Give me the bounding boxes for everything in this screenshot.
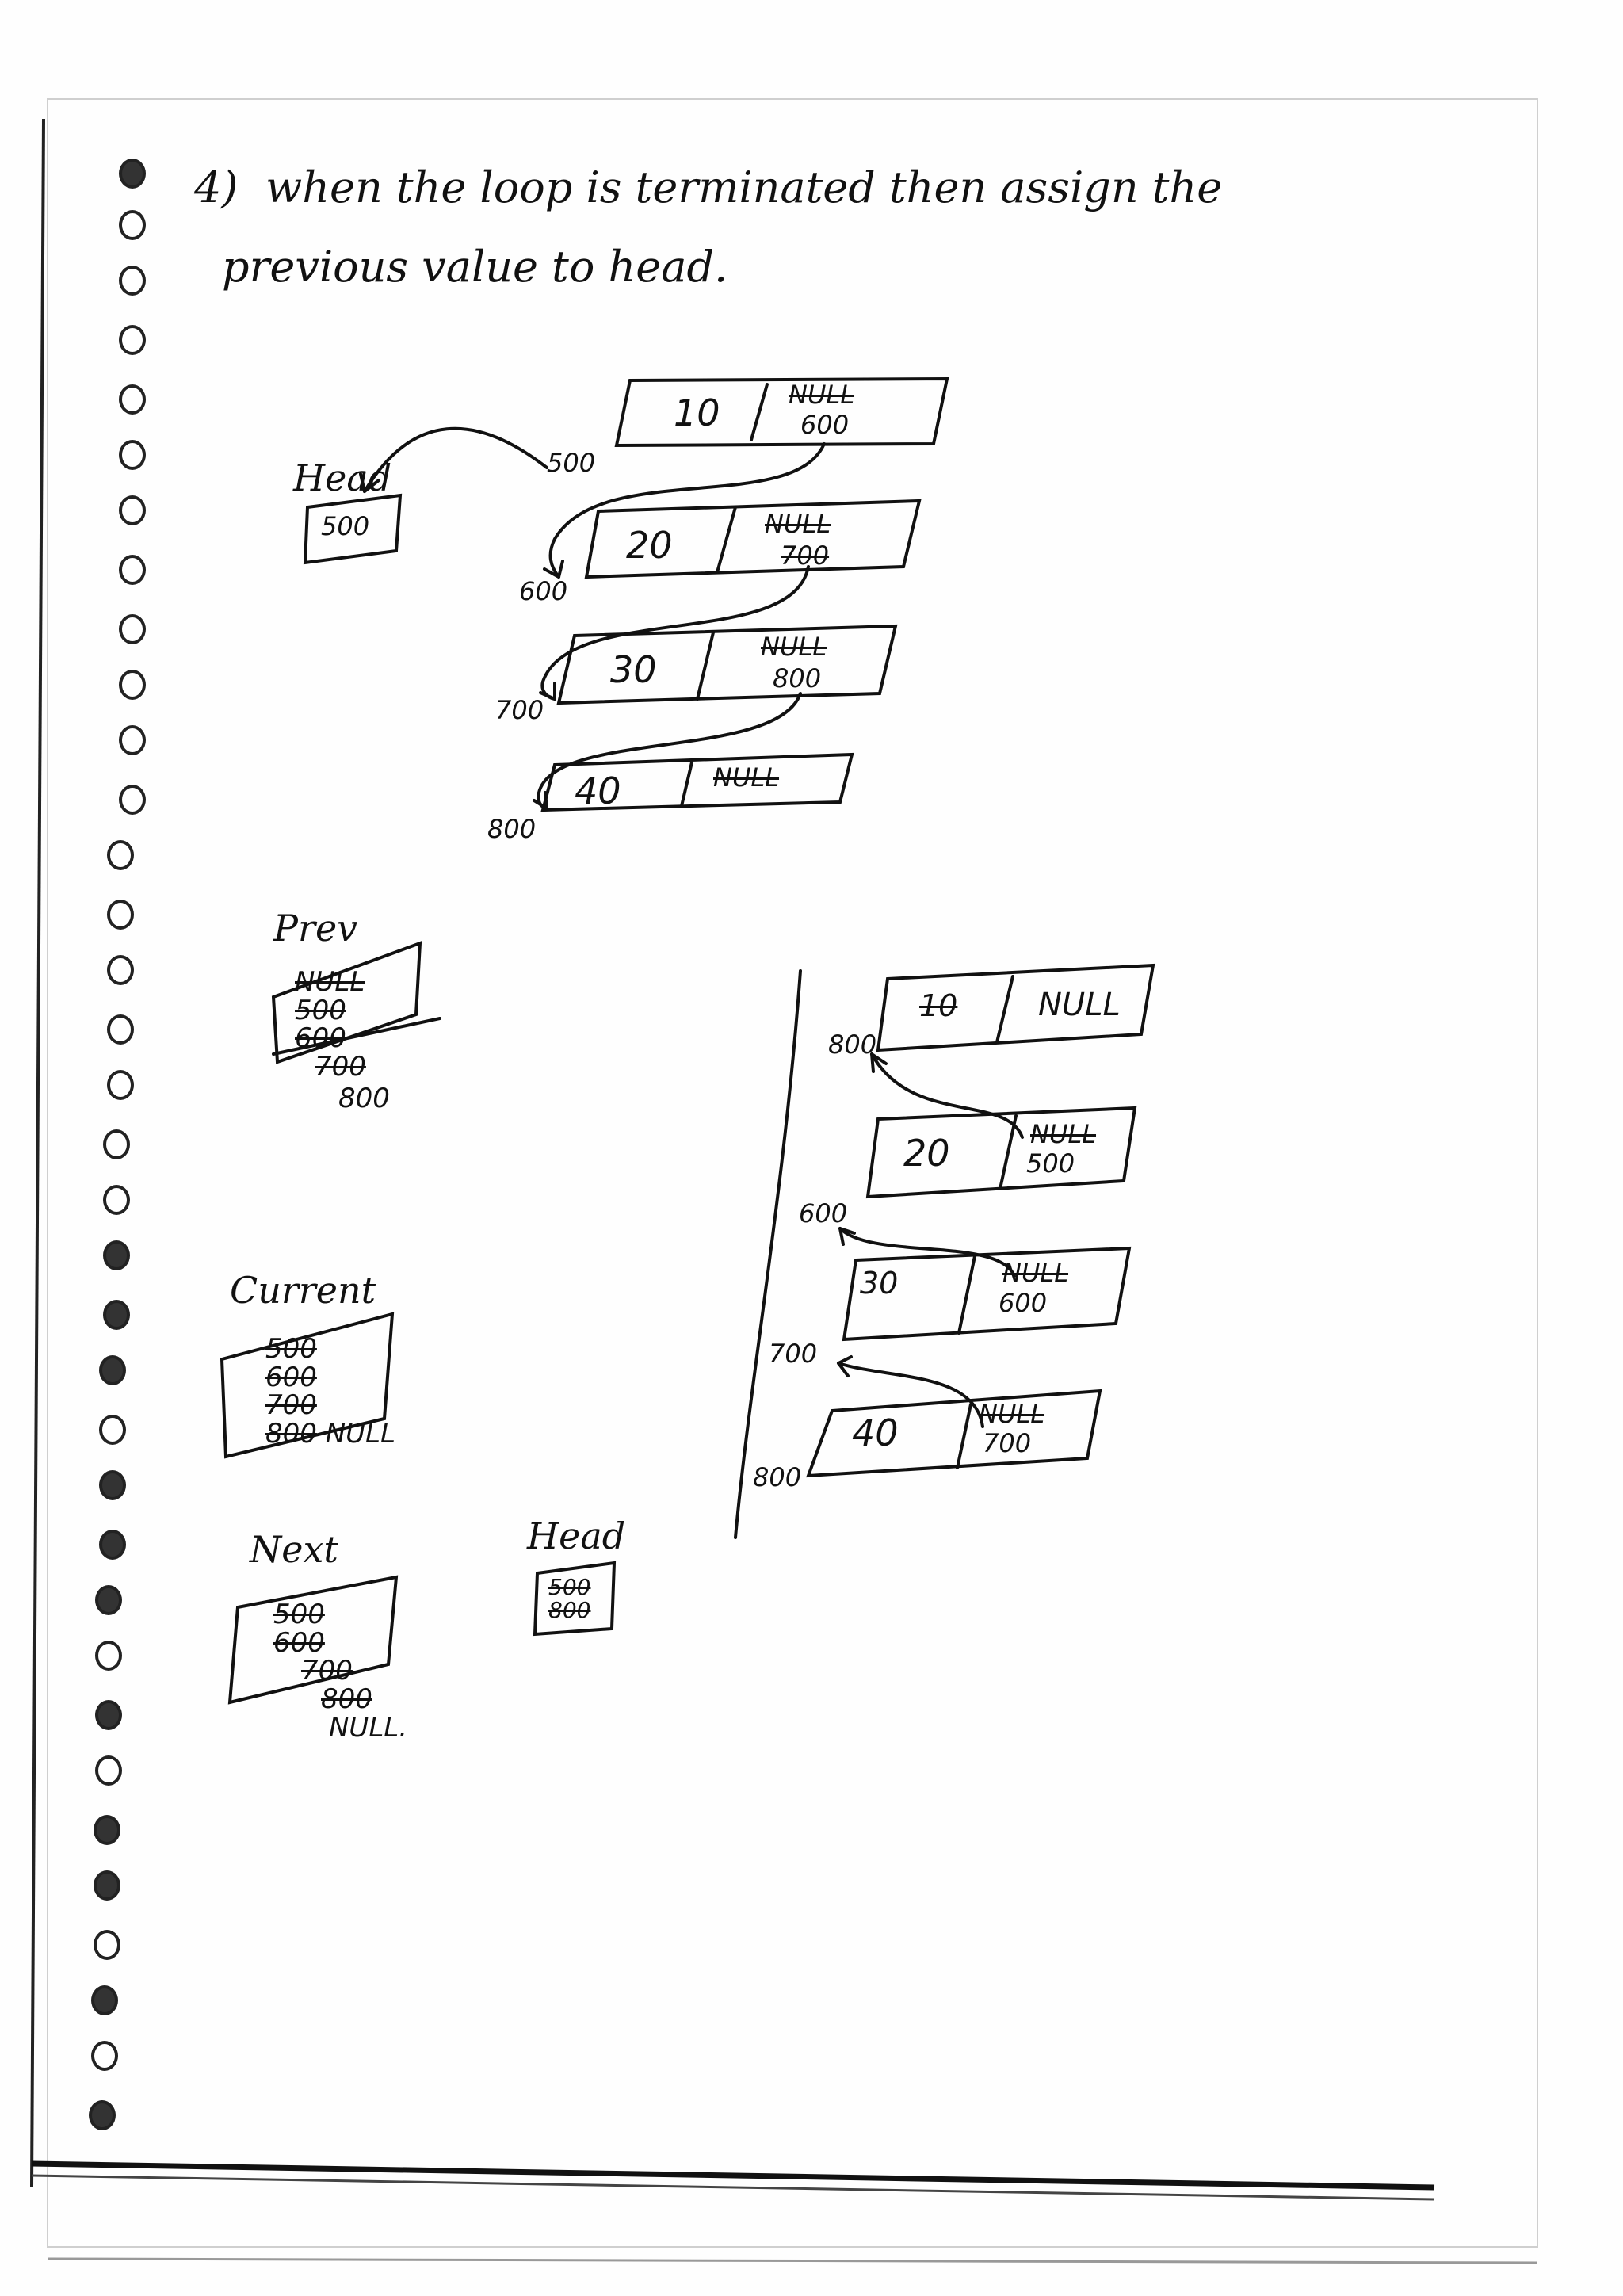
note-line-1: when the loop is terminated then assign … [265,162,1223,212]
prev-old-value: 500 [295,994,346,1026]
binding-hole [119,725,146,755]
node-value: 10 [919,988,958,1023]
head-label: Head [293,457,392,499]
node-address: 800 [828,1030,877,1060]
node-next-old: NULL [789,380,855,410]
next-old-value: 800 [321,1683,372,1716]
binding-hole [94,1870,120,1901]
next-old-value: 600 [273,1626,325,1659]
node-address: 500 [547,448,596,478]
binding-hole [99,1415,126,1445]
binding-hole [119,384,146,415]
head-value: 500 [321,511,370,541]
node-address: 800 [753,1462,802,1492]
binding-hole [103,1300,130,1330]
node-next-old: NULL [1002,1258,1069,1288]
current-label: Current [230,1269,376,1312]
binding-hole [119,440,146,470]
binding-hole [89,2100,116,2130]
binding-hole [119,670,146,700]
binding-hole [95,1755,122,1786]
node-next-new: 600 [800,410,850,440]
current-old-value: 800 NULL [265,1418,395,1450]
binding-hole [91,2041,118,2071]
binding-hole [119,785,146,815]
node-next-old: NULL [761,632,827,662]
node-value: 30 [610,648,657,691]
current-final-value: NULL [325,1418,395,1450]
node-next-new: 700 [983,1428,1032,1458]
binding-hole [119,555,146,585]
node-address: 600 [519,576,568,606]
current-old-value: 600 [265,1361,317,1393]
head-old-value: 500 [548,1574,591,1600]
node-next-new: 800 [773,663,822,693]
note-line-2: previous value to head. [222,242,728,292]
node-next-old: NULL [713,762,780,793]
next-old-value: 500 [273,1599,325,1630]
node-next-old: NULL [979,1399,1045,1429]
binding-hole [94,1930,120,1960]
binding-hole [103,1129,130,1159]
binding-hole [103,1240,130,1270]
binding-hole [99,1470,126,1500]
node-next-new: 700 [781,541,830,571]
binding-hole [107,840,134,870]
binding-hole [99,1355,126,1385]
node-value: 10 [674,392,720,434]
note-bullet: 4) [194,162,239,212]
node-value: 30 [860,1266,899,1301]
current-old-value: 700 [265,1389,317,1422]
next-label: Next [250,1528,338,1571]
binding-hole [119,210,146,240]
binding-hole [119,325,146,355]
node-address: 700 [769,1339,818,1369]
binding-hole [119,495,146,525]
current-old-value: 500 [265,1333,317,1365]
node-value: 20 [903,1132,950,1175]
prev-label: Prev [273,907,358,949]
head-old-value: 800 [548,1597,591,1624]
binding-hole [99,1530,126,1560]
binding-hole [107,1070,134,1100]
next-old-value: 700 [301,1655,353,1687]
node-address: 800 [487,814,537,844]
node-address: 600 [799,1198,848,1228]
node-value: 20 [626,524,673,567]
node-next-new: 500 [1026,1148,1075,1179]
node-next-old: NULL [1030,1119,1097,1149]
binding-hole [107,900,134,930]
node-value: 40 [575,770,621,812]
node-next-new: 600 [999,1288,1048,1318]
binding-hole [103,1185,130,1215]
prev-old-value: NULL [295,966,365,998]
binding-hole [94,1815,120,1845]
prev-final-value: 800 [338,1082,390,1114]
binding-hole [107,1014,134,1045]
binding-hole [107,955,134,985]
binding-hole [91,1985,118,2015]
node-address: 700 [495,695,544,725]
binding-hole [119,159,146,189]
before-node-1-box [614,376,949,448]
binding-hole [119,266,146,296]
head-final-label: Head [527,1515,626,1557]
node-next-old: NULL [765,509,831,539]
next-final-value: NULL. [329,1711,408,1744]
node-value: 40 [852,1412,899,1454]
prev-old-value: 600 [295,1022,346,1055]
binding-hole [95,1700,122,1730]
node-next-new: NULL [1038,987,1121,1023]
binding-hole [95,1641,122,1671]
binding-hole [119,614,146,644]
prev-old-value: 700 [315,1051,366,1083]
binding-hole [95,1585,122,1615]
